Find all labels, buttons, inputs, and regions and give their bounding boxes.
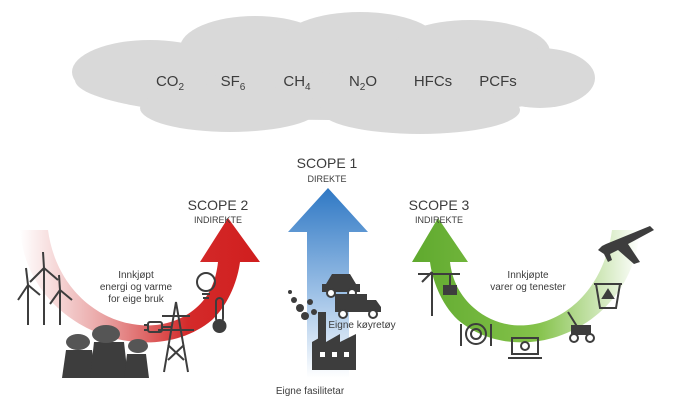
thermometer-icon [212, 297, 227, 333]
scope1-label-facilities: Eigne fasilitetar [276, 386, 345, 397]
gas-hfcs: HFCs [414, 73, 452, 90]
scope3-title: SCOPE 3 [409, 197, 470, 213]
scope2-label-line2: energi og varme [100, 282, 173, 293]
scope1-subtitle: DIREKTE [307, 174, 346, 184]
scope2-label-line1: Innkjøpt [118, 270, 154, 281]
airplane-icon [598, 226, 654, 264]
scope2-arrow [20, 218, 260, 343]
gas-n2o: N2O [349, 73, 377, 93]
scope1-title: SCOPE 1 [297, 155, 358, 171]
gas-co2: CO2 [156, 73, 185, 93]
laptop-icon [508, 337, 542, 359]
scope3-label-line1: Innkjøpte [507, 270, 549, 281]
cooling-towers-icon [62, 325, 149, 378]
scope2-subtitle: INDIREKTE [194, 215, 242, 225]
power-pylon-icon [158, 301, 194, 373]
scope3-arrow [412, 218, 640, 343]
recycle-bin-icon [594, 283, 622, 309]
power-plug-icon [144, 321, 172, 333]
truck-icon [335, 294, 381, 319]
gas-pcfs: PCFs [479, 73, 517, 90]
lightbulb-icon [196, 272, 216, 299]
scope1-label-vehicles: Eigne køyretøy [328, 320, 395, 331]
gas-sf6: SF6 [221, 73, 246, 93]
crane-icon [418, 271, 460, 316]
plate-cutlery-icon [460, 323, 492, 346]
scope3-subtitle: INDIREKTE [415, 215, 463, 225]
factory-icon [312, 312, 356, 370]
lawnmower-icon [567, 311, 595, 343]
scope2-label-line3: for eige bruk [108, 294, 165, 305]
smoke-icon [288, 290, 317, 320]
cloud [72, 12, 595, 134]
scope2-title: SCOPE 2 [188, 197, 249, 213]
gas-ch4: CH4 [283, 73, 311, 93]
scope3-label-line2: varer og tenester [490, 282, 566, 293]
wind-turbines-icon [17, 251, 73, 325]
